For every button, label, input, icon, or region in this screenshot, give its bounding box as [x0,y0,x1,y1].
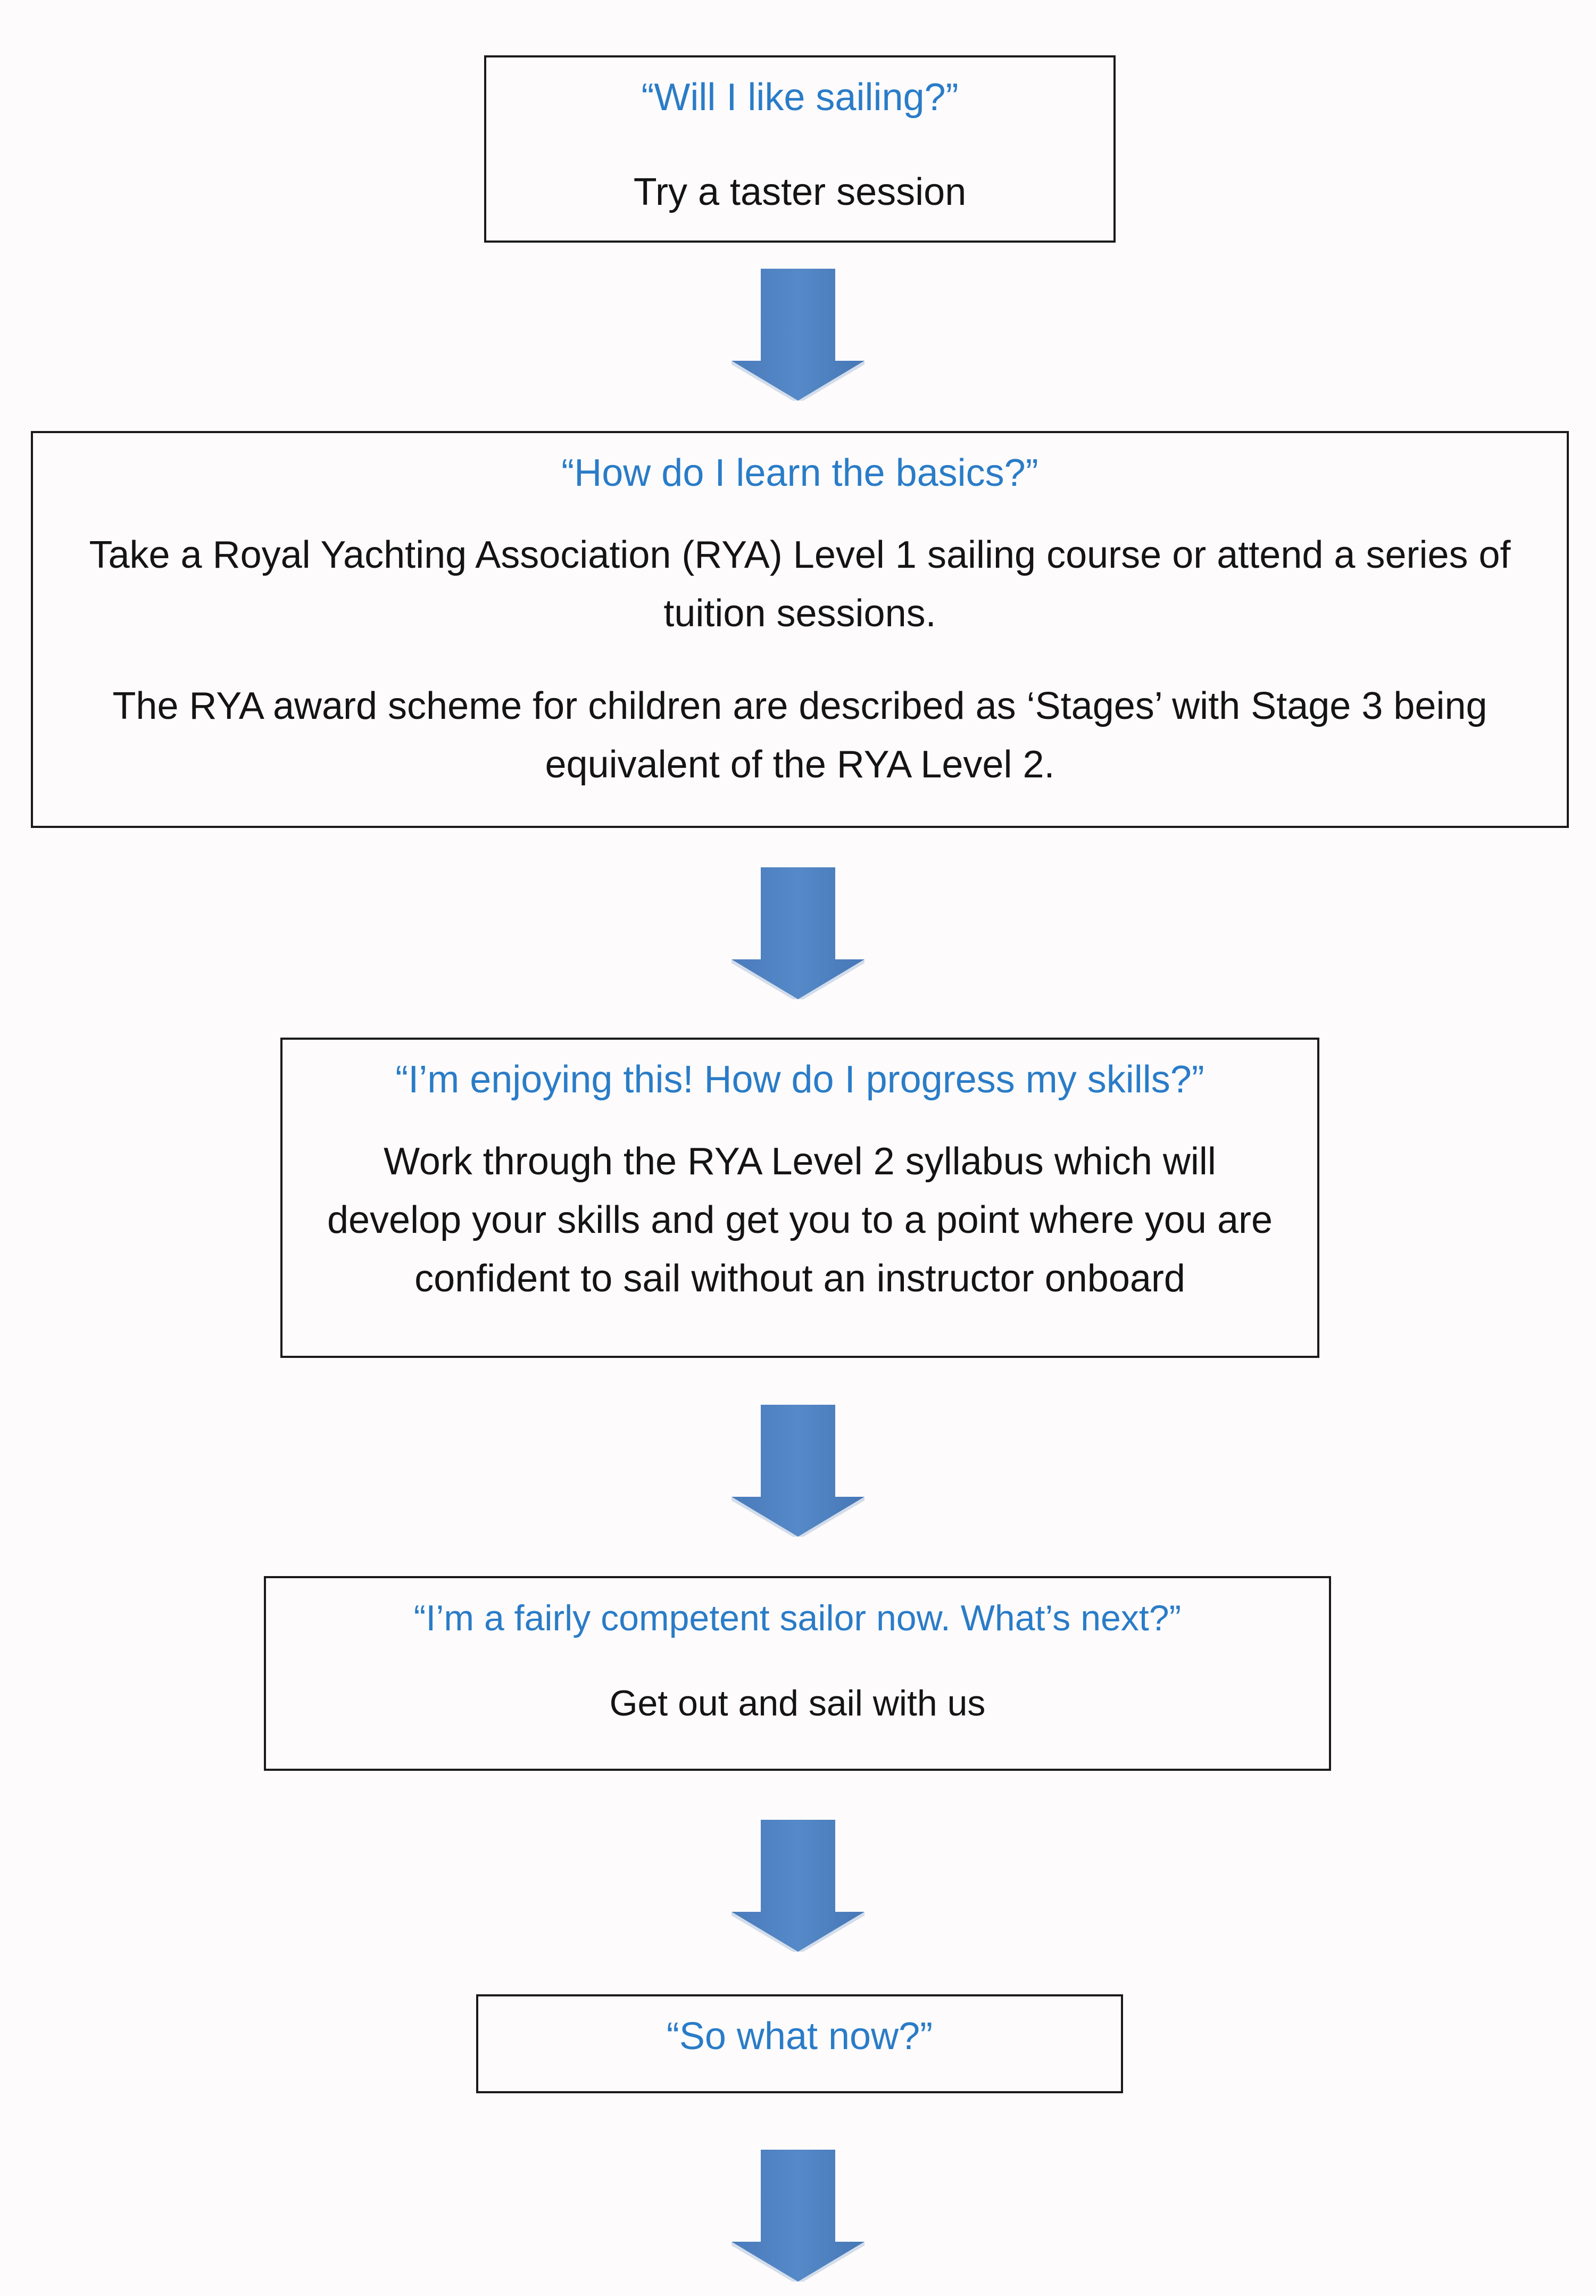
flow-step-what-now: “So what now?” [476,1994,1123,2093]
flow-step-competent: “I’m a fairly competent sailor now. What… [264,1576,1331,1771]
flow-step-basics: “How do I learn the basics?” Take a Roya… [31,431,1569,828]
down-arrow-icon [732,2150,864,2282]
step-question: “I’m enjoying this! How do I progress my… [395,1058,1204,1101]
step-text: Get out and sail with us [609,1683,986,1723]
down-arrow-icon [732,1405,864,1537]
flow-step-taster: “Will I like sailing?” Try a taster sess… [484,55,1116,243]
step-question: “Will I like sailing?” [641,76,959,119]
step-question: “How do I learn the basics?” [561,452,1038,494]
down-arrow-icon [732,867,864,999]
step-question: “I’m a fairly competent sailor now. What… [413,1598,1182,1638]
step-text: Work through the RYA Level 2 syllabus wh… [327,1140,1273,1300]
step-text: Take a Royal Yachting Association (RYA) … [89,534,1511,635]
flow-step-progress: “I’m enjoying this! How do I progress my… [280,1038,1319,1358]
down-arrow-icon [732,269,864,401]
down-arrow-icon [732,1820,864,1952]
step-text: The RYA award scheme for children are de… [112,685,1487,786]
step-question: “So what now?” [666,2015,933,2058]
step-text: Try a taster session [633,171,967,213]
